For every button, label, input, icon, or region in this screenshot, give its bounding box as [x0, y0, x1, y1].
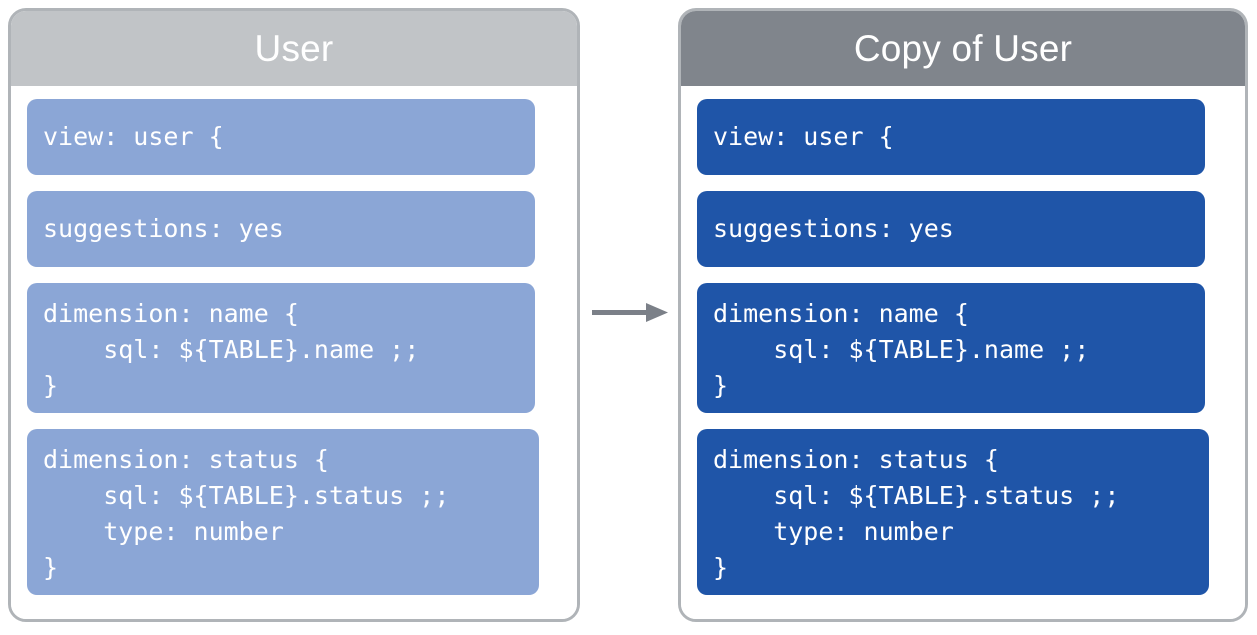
panel-target-copy-of-user: Copy of User view: user { suggestions: y…: [678, 8, 1248, 622]
code-block-view: view: user {: [27, 99, 535, 175]
code-block-dimension-status: dimension: status { sql: ${TABLE}.status…: [27, 429, 539, 595]
panel-source-title: User: [11, 11, 577, 86]
code-block-dimension-status: dimension: status { sql: ${TABLE}.status…: [697, 429, 1209, 595]
copy-arrow-icon: [592, 300, 668, 326]
code-block-suggestions: suggestions: yes: [697, 191, 1205, 267]
panel-target-body: view: user { suggestions: yes dimension:…: [681, 86, 1245, 619]
code-block-view: view: user {: [697, 99, 1205, 175]
panel-target-title: Copy of User: [681, 11, 1245, 86]
code-block-dimension-name: dimension: name { sql: ${TABLE}.name ;; …: [27, 283, 535, 413]
arrow-right-icon: [592, 303, 668, 322]
panel-source-user: User view: user { suggestions: yes dimen…: [8, 8, 580, 622]
panel-source-body: view: user { suggestions: yes dimension:…: [11, 86, 577, 619]
code-block-dimension-name: dimension: name { sql: ${TABLE}.name ;; …: [697, 283, 1205, 413]
code-block-suggestions: suggestions: yes: [27, 191, 535, 267]
